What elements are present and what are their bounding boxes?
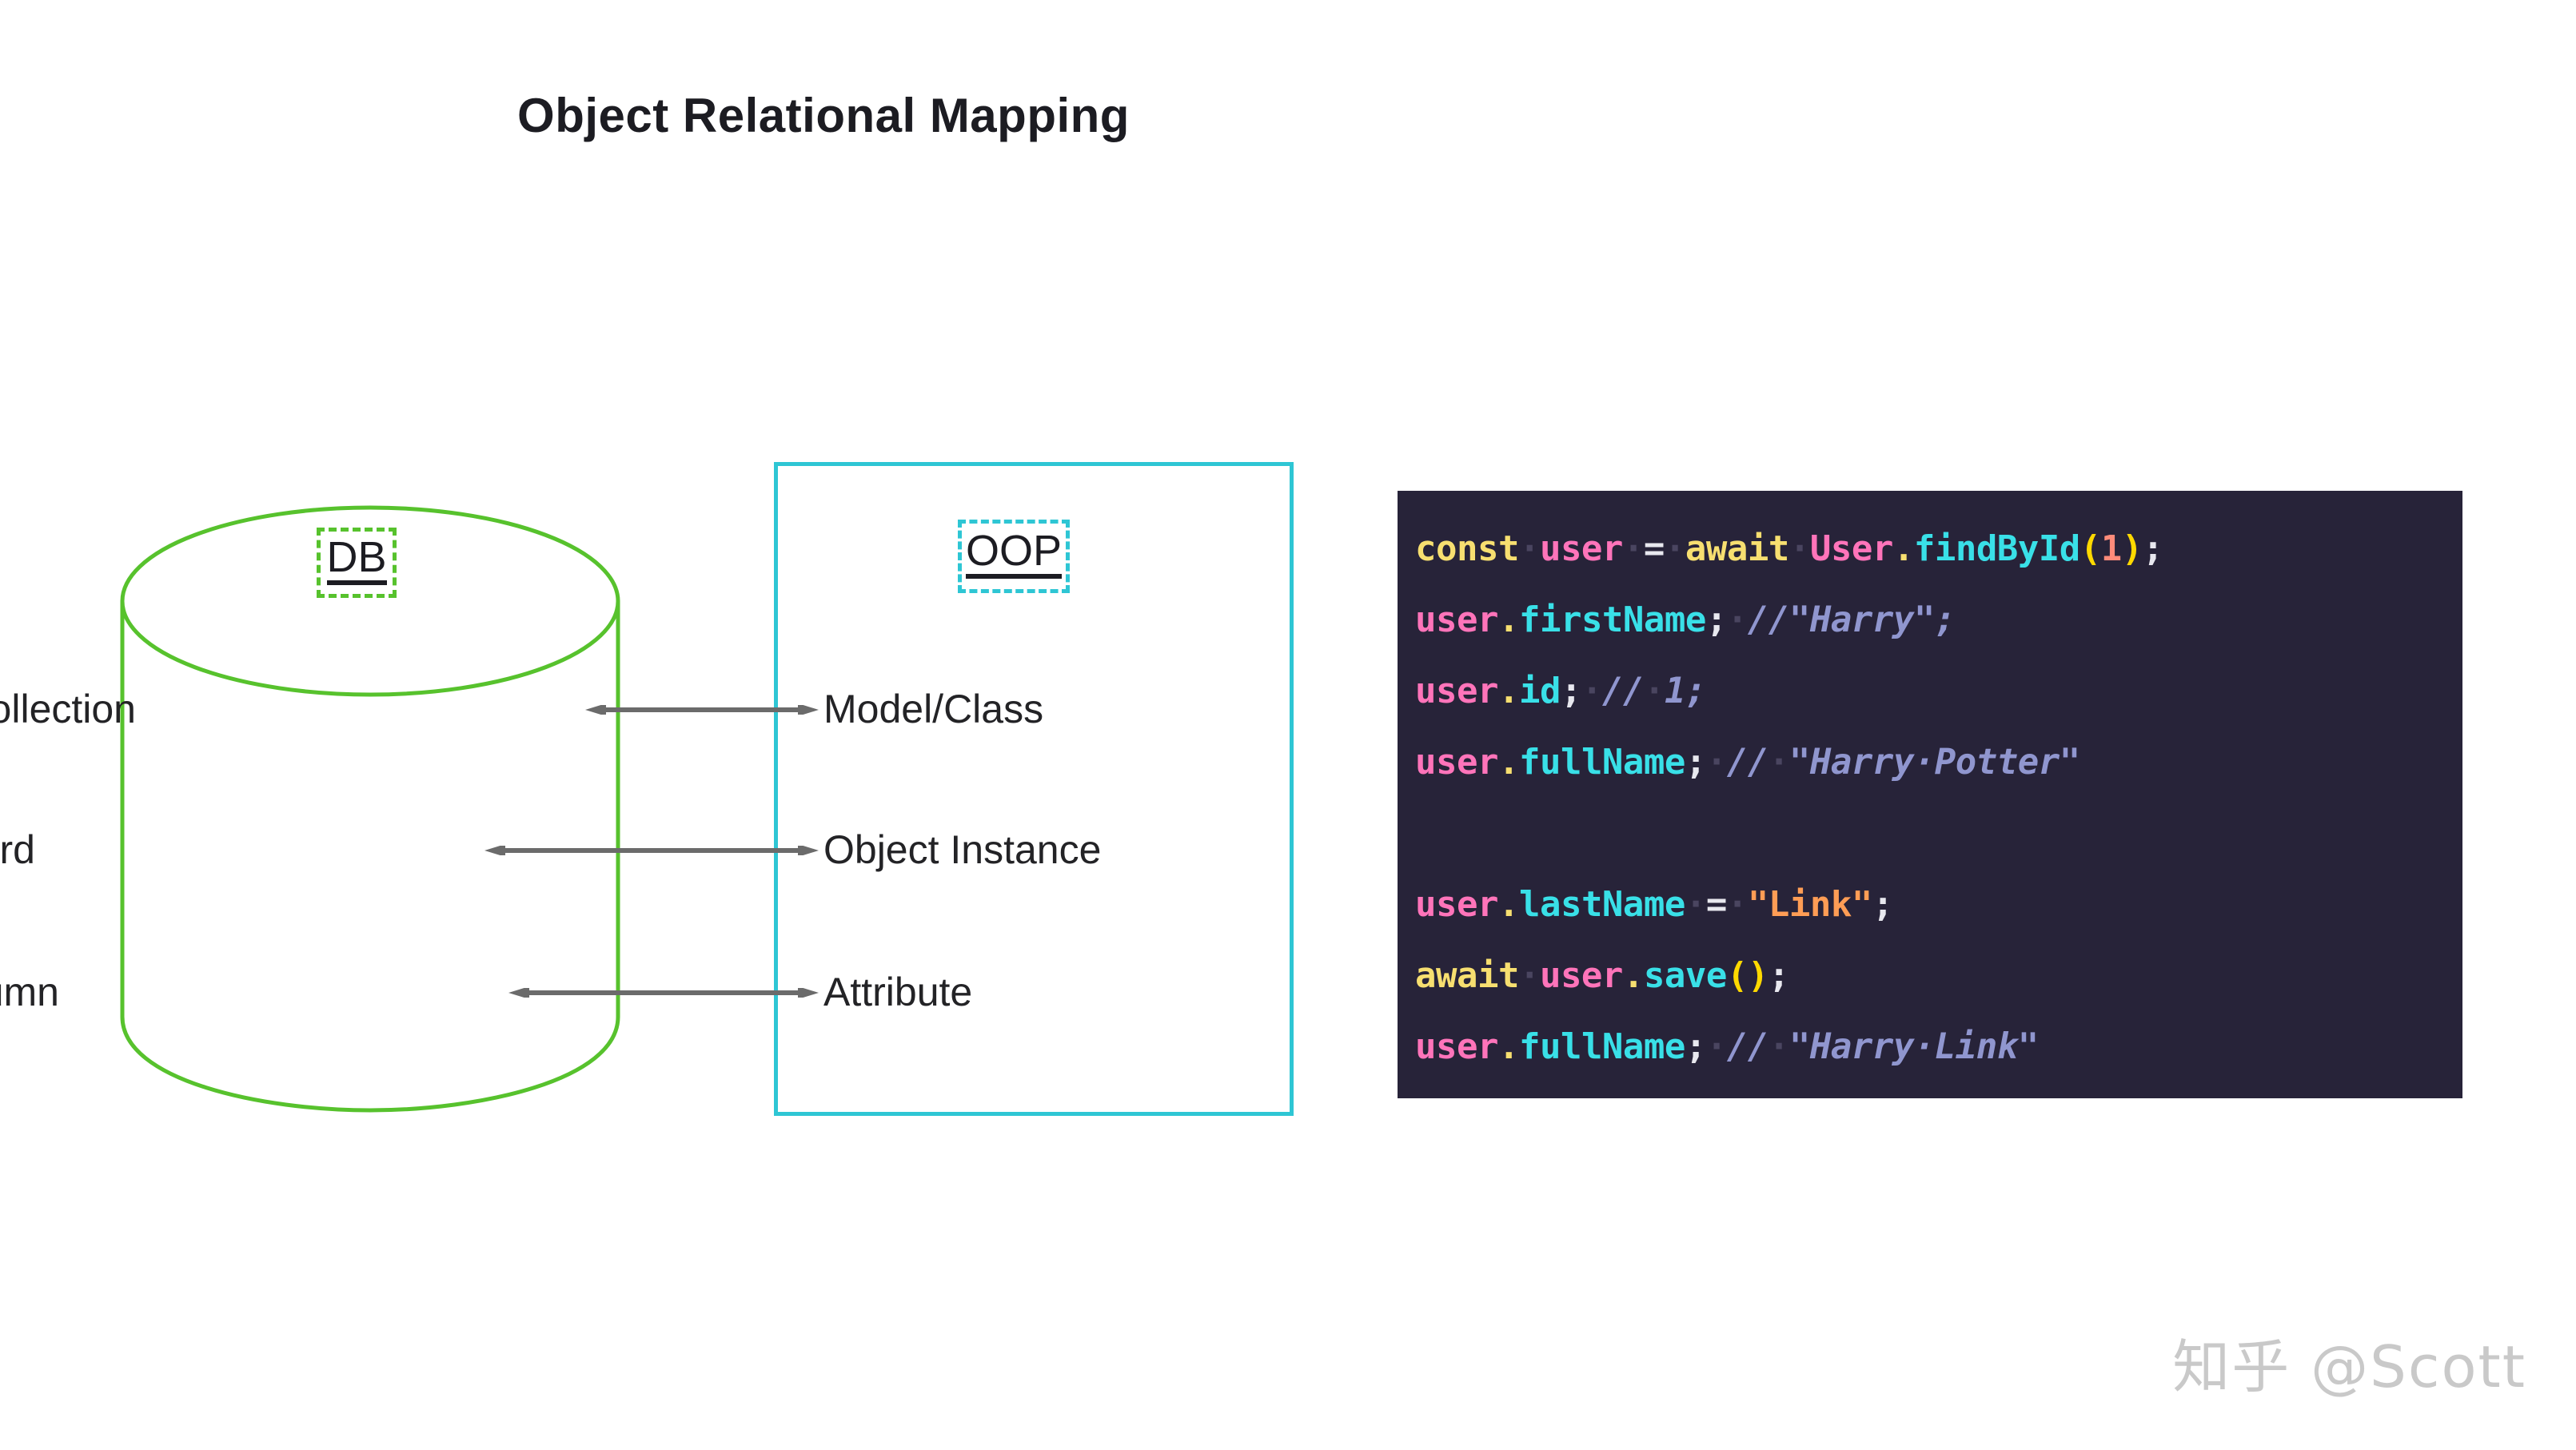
- code-token: .: [1497, 671, 1520, 711]
- code-token: .: [1497, 884, 1520, 925]
- code-token: ·: [1705, 742, 1728, 783]
- code-snippet-panel: const·user·=·await·User.findById(1);user…: [1398, 491, 2462, 1098]
- code-token: user: [1539, 528, 1623, 569]
- code-token: ): [1747, 955, 1769, 996]
- code-token: user: [1415, 1026, 1498, 1067]
- code-token: User: [1809, 528, 1893, 569]
- double-arrow-icon: [585, 703, 819, 716]
- code-token: ;: [2142, 528, 2164, 569]
- watermark: 知乎 @Scott: [2172, 1333, 2526, 1400]
- code-token: ;: [1872, 884, 1894, 925]
- code-token: .: [1497, 600, 1520, 640]
- code-token: //: [1726, 742, 1769, 783]
- code-token: ·: [1581, 671, 1603, 711]
- code-token: await: [1415, 955, 1519, 996]
- code-token: const: [1415, 528, 1519, 569]
- code-line: user.firstName;·//"Harry";: [1415, 584, 2462, 655]
- code-token: "Harry·Potter": [1788, 742, 2080, 783]
- code-token: user: [1415, 600, 1498, 640]
- code-token: ·: [1518, 955, 1541, 996]
- code-token: "Link": [1747, 884, 1872, 925]
- code-token: user: [1415, 884, 1498, 925]
- mapping-row: Filed/Column Attribute: [0, 964, 1359, 1020]
- db-label-text: DB: [326, 536, 387, 585]
- code-token: ·: [1705, 1026, 1728, 1067]
- code-token: 1: [2100, 528, 2123, 569]
- code-line: const·user·=·await·User.findById(1);: [1415, 513, 2462, 584]
- code-token: await: [1685, 528, 1789, 569]
- code-token: fullName: [1518, 742, 1685, 783]
- code-token: save: [1643, 955, 1727, 996]
- code-token: (: [1726, 955, 1749, 996]
- db-term-label: Filed/Column: [0, 970, 59, 1014]
- code-token: .: [1497, 742, 1520, 783]
- db-label-chip: DB: [317, 528, 397, 598]
- code-token: ·: [1664, 528, 1686, 569]
- code-token: fullName: [1518, 1026, 1685, 1067]
- code-token: user: [1415, 742, 1498, 783]
- code-token: .: [1497, 1026, 1520, 1067]
- code-token: ): [2121, 528, 2143, 569]
- code-line: user.fullName;·//·"Harry·Potter": [1415, 727, 2462, 798]
- code-token: findById: [1913, 528, 2080, 569]
- code-token: user: [1539, 955, 1623, 996]
- page-title: Object Relational Mapping: [517, 89, 1130, 142]
- code-token: id: [1518, 671, 1561, 711]
- code-token: ·: [1726, 600, 1749, 640]
- oop-label-chip: OOP: [958, 520, 1070, 593]
- code-token: lastName: [1518, 884, 1685, 925]
- code-token: ·: [1518, 528, 1541, 569]
- oop-label-text: OOP: [965, 529, 1063, 579]
- db-cylinder-shape: [118, 505, 622, 1113]
- code-line: [1415, 798, 2462, 869]
- code-token: .: [1622, 955, 1645, 996]
- code-token: ;: [1705, 600, 1728, 640]
- code-token: ·: [1768, 742, 1790, 783]
- code-line: user.id;·//·1;: [1415, 655, 2462, 727]
- code-line: await·user.save();: [1415, 940, 2462, 1011]
- code-token: (: [2080, 528, 2102, 569]
- code-token: ·: [1768, 1026, 1790, 1067]
- double-arrow-icon: [484, 844, 819, 857]
- code-token: ·: [1685, 884, 1707, 925]
- code-token: ·: [1788, 528, 1811, 569]
- db-term-label: Table/Collection: [0, 687, 136, 731]
- code-token: ;: [1685, 742, 1707, 783]
- code-token: ·: [1643, 671, 1665, 711]
- code-line: user.fullName;·//·"Harry·Link": [1415, 1011, 2462, 1082]
- code-lines: const·user·=·await·User.findById(1);user…: [1415, 513, 2462, 1082]
- code-token: =: [1643, 528, 1665, 569]
- oop-box-shape: [774, 462, 1294, 1116]
- code-token: 1;: [1664, 671, 1706, 711]
- code-line: user.lastName·=·"Link";: [1415, 869, 2462, 940]
- oop-term-label: Object Instance: [823, 827, 1102, 872]
- oop-term-label: Model/Class: [823, 687, 1044, 731]
- code-token: ;: [1685, 1026, 1707, 1067]
- code-token: =: [1705, 884, 1728, 925]
- code-token: "Harry·Link": [1788, 1026, 2039, 1067]
- code-token: ·: [1726, 884, 1749, 925]
- mapping-row: Row/Record Object Instance: [0, 822, 1359, 878]
- code-token: ;: [1768, 955, 1790, 996]
- code-token: //: [1601, 671, 1644, 711]
- oop-term-label: Attribute: [823, 970, 973, 1014]
- code-token: //"Harry";: [1747, 600, 1956, 640]
- code-token: firstName: [1518, 600, 1706, 640]
- code-token: //: [1726, 1026, 1769, 1067]
- code-token: user: [1415, 671, 1498, 711]
- double-arrow-icon: [508, 986, 819, 999]
- code-token: .: [1892, 528, 1915, 569]
- mapping-row: Table/Collection Model/Class: [0, 681, 1359, 737]
- db-term-label: Row/Record: [0, 827, 35, 872]
- code-token: ;: [1560, 671, 1582, 711]
- code-token: ·: [1622, 528, 1645, 569]
